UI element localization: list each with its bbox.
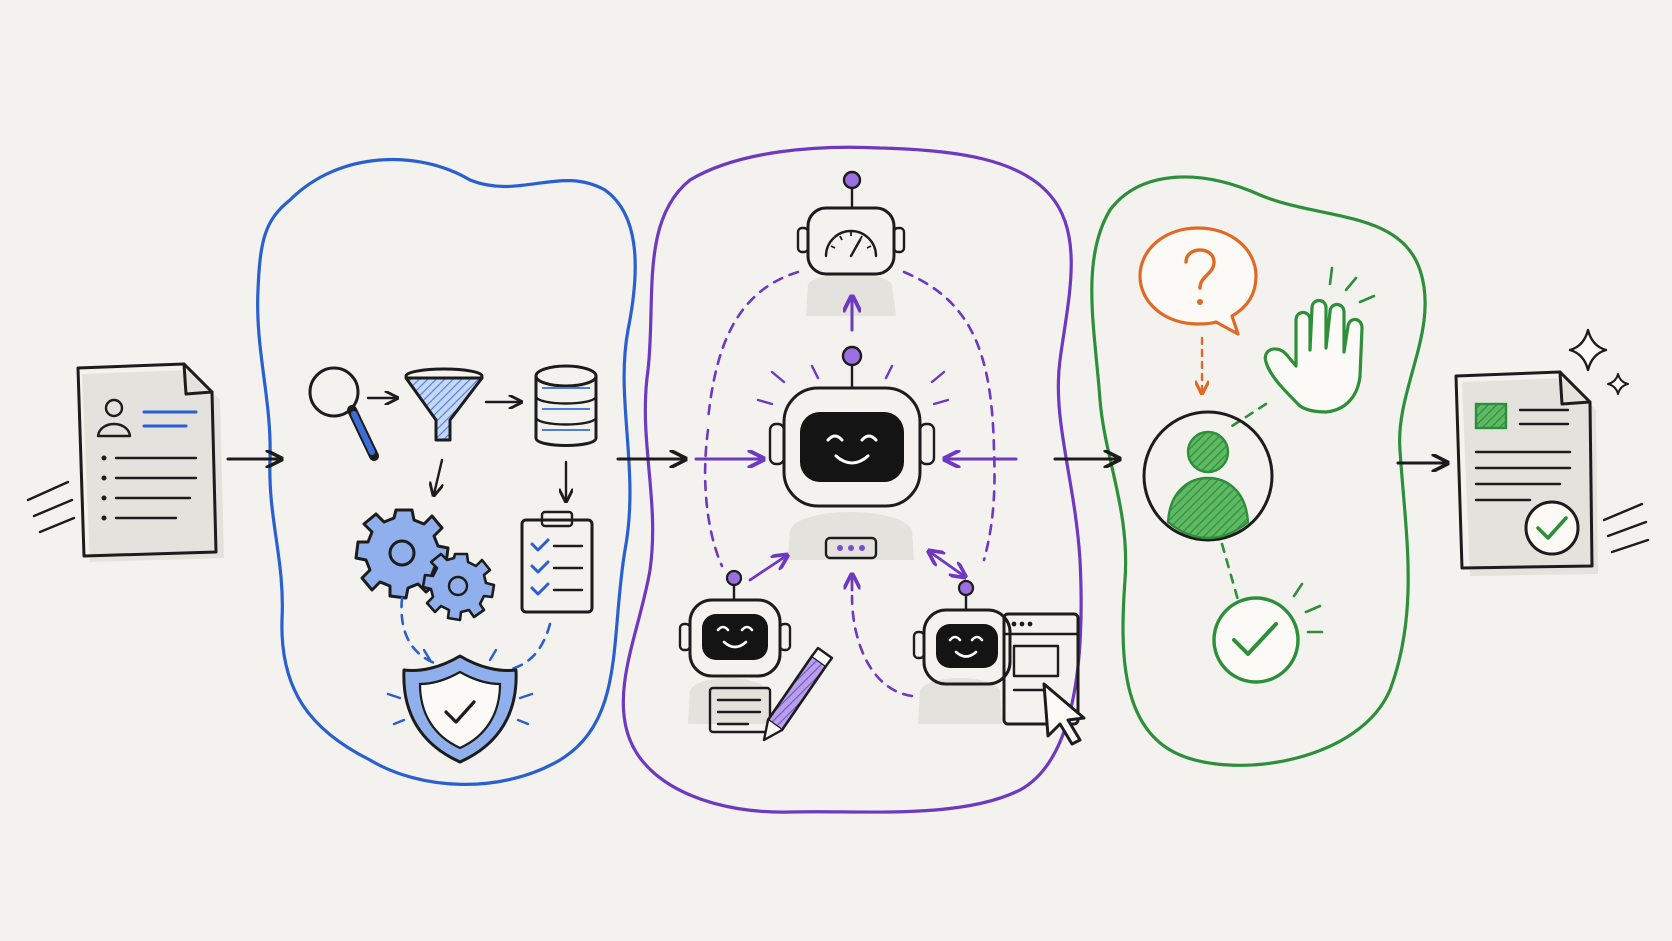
cursor-icon bbox=[1042, 682, 1086, 746]
browser-to-orchestrator-connector bbox=[850, 594, 914, 698]
sparkle-icon bbox=[1568, 328, 1629, 395]
monitor-to-right-connector bbox=[902, 270, 996, 562]
raised-hand-icon bbox=[1263, 266, 1376, 414]
hand-to-person-connector bbox=[1230, 402, 1268, 428]
motion-lines bbox=[1602, 502, 1650, 554]
orchestrator-robot-icon bbox=[756, 345, 950, 560]
approved-document-icon bbox=[1454, 328, 1650, 576]
monitor-robot-icon bbox=[796, 170, 906, 316]
agents-cluster-outline bbox=[621, 145, 1083, 814]
person-to-approval-connector bbox=[1220, 542, 1240, 602]
orchestrator-browser-double-arrow bbox=[930, 552, 964, 576]
browser-robot-icon bbox=[912, 579, 1086, 746]
motion-lines bbox=[26, 480, 76, 534]
checklist-icon bbox=[520, 510, 594, 614]
shield-check-icon bbox=[386, 648, 534, 764]
question-bubble-icon bbox=[1138, 226, 1258, 336]
approval-check-icon bbox=[1212, 582, 1324, 684]
checklist-to-shield-connector bbox=[492, 622, 552, 674]
resume-document-icon bbox=[26, 362, 224, 562]
preprocessing-cluster-outline bbox=[256, 158, 637, 786]
funnel-icon bbox=[404, 367, 484, 442]
person-icon bbox=[1142, 410, 1274, 542]
writer-robot-icon bbox=[678, 569, 834, 742]
gears-icon bbox=[354, 508, 496, 622]
writer-to-orchestrator-arrow bbox=[748, 556, 786, 582]
monitor-to-left-connector bbox=[706, 270, 800, 422]
search-icon bbox=[308, 366, 379, 461]
pencil-icon bbox=[762, 646, 834, 742]
database-icon bbox=[534, 364, 598, 447]
left-loop-connector bbox=[703, 428, 724, 568]
